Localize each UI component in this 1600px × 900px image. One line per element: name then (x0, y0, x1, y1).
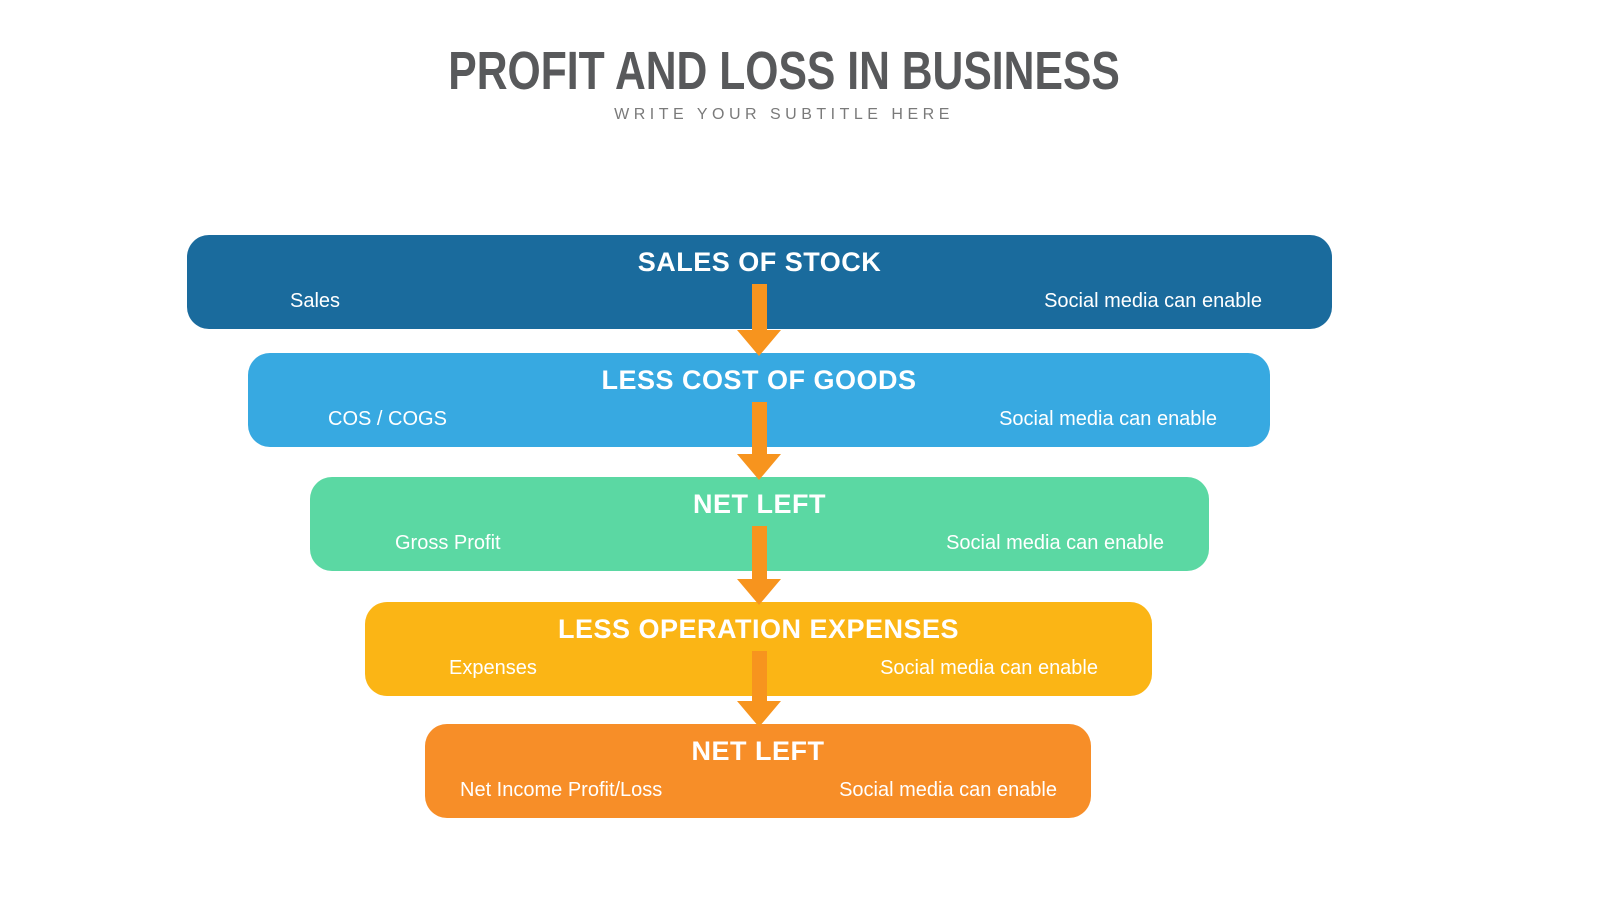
down-arrow-head (737, 701, 781, 727)
down-arrow-head (737, 579, 781, 605)
down-arrow-icon (737, 526, 781, 605)
down-arrow-icon (737, 284, 781, 356)
step-left-label: Sales (290, 290, 341, 312)
step-right-label: Social media can enable (946, 532, 1164, 554)
step-left-label: Expenses (449, 657, 537, 679)
down-arrow-shaft (751, 402, 767, 454)
step-right-label: Social media can enable (999, 408, 1217, 430)
step-left-label: Net Income Profit/Loss (460, 779, 663, 801)
step-left-label: Gross Profit (395, 532, 501, 554)
down-arrow-icon (737, 402, 781, 480)
step-left-label: COS / COGS (328, 408, 447, 430)
down-arrow-shaft (751, 284, 767, 330)
step-heading: NET LEFT (693, 489, 826, 519)
slide-title-text: PROFIT AND LOSS IN BUSINESS (448, 41, 1120, 101)
down-arrow-shaft (751, 651, 767, 701)
slide-subtitle: WRITE YOUR SUBTITLE HERE (614, 106, 954, 123)
slide-title: PROFIT AND LOSS IN BUSINESS (0, 44, 1568, 98)
step-heading: NET LEFT (691, 736, 825, 766)
down-arrow-icon (737, 651, 781, 727)
down-arrow-shaft (751, 526, 767, 579)
step-heading: SALES OF STOCK (637, 247, 882, 277)
down-arrow-head (737, 330, 781, 356)
step-right-label: Social media can enable (880, 657, 1098, 679)
step-right-label: Social media can enable (839, 779, 1057, 801)
down-arrow-head (737, 454, 781, 480)
step-right-label: Social media can enable (1044, 290, 1262, 312)
funnel-step-net-left-income: NET LEFT Net Income Profit/Loss Social m… (425, 724, 1091, 818)
step-heading: LESS OPERATION EXPENSES (557, 614, 960, 644)
step-heading: LESS COST OF GOODS (601, 365, 917, 395)
funnel-step-less-operation-expenses: LESS OPERATION EXPENSES Expenses Social … (365, 602, 1152, 696)
